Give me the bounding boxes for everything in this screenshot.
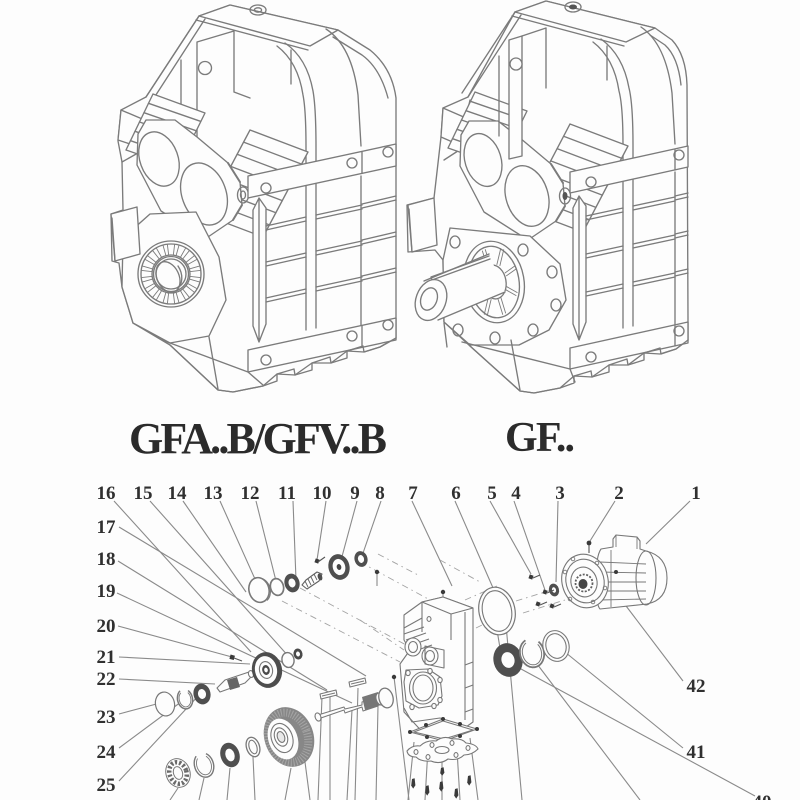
svg-text:1: 1 bbox=[691, 483, 701, 504]
svg-text:14: 14 bbox=[168, 483, 188, 504]
svg-text:40: 40 bbox=[753, 792, 772, 800]
svg-text:22: 22 bbox=[97, 669, 116, 690]
svg-text:7: 7 bbox=[408, 483, 418, 504]
svg-text:13: 13 bbox=[204, 483, 223, 504]
svg-text:24: 24 bbox=[97, 742, 117, 763]
svg-text:12: 12 bbox=[241, 483, 260, 504]
svg-text:25: 25 bbox=[97, 775, 116, 796]
svg-text:16: 16 bbox=[97, 483, 116, 504]
svg-text:6: 6 bbox=[451, 483, 461, 504]
svg-text:2: 2 bbox=[614, 483, 624, 504]
svg-text:19: 19 bbox=[97, 581, 116, 602]
svg-text:42: 42 bbox=[687, 676, 706, 697]
svg-text:41: 41 bbox=[687, 742, 706, 763]
svg-text:15: 15 bbox=[134, 483, 153, 504]
svg-text:20: 20 bbox=[97, 616, 116, 637]
svg-text:17: 17 bbox=[97, 517, 117, 538]
svg-text:8: 8 bbox=[375, 483, 385, 504]
svg-text:GFA..B/GFV..B: GFA..B/GFV..B bbox=[129, 414, 387, 463]
svg-text:23: 23 bbox=[97, 707, 116, 728]
svg-text:GF..: GF.. bbox=[505, 415, 575, 461]
svg-text:3: 3 bbox=[555, 483, 565, 504]
svg-text:5: 5 bbox=[487, 483, 497, 504]
svg-text:10: 10 bbox=[313, 483, 332, 504]
svg-text:9: 9 bbox=[350, 483, 360, 504]
svg-text:18: 18 bbox=[97, 549, 116, 570]
svg-text:11: 11 bbox=[278, 483, 296, 504]
svg-text:21: 21 bbox=[97, 647, 116, 668]
svg-text:4: 4 bbox=[511, 483, 521, 504]
